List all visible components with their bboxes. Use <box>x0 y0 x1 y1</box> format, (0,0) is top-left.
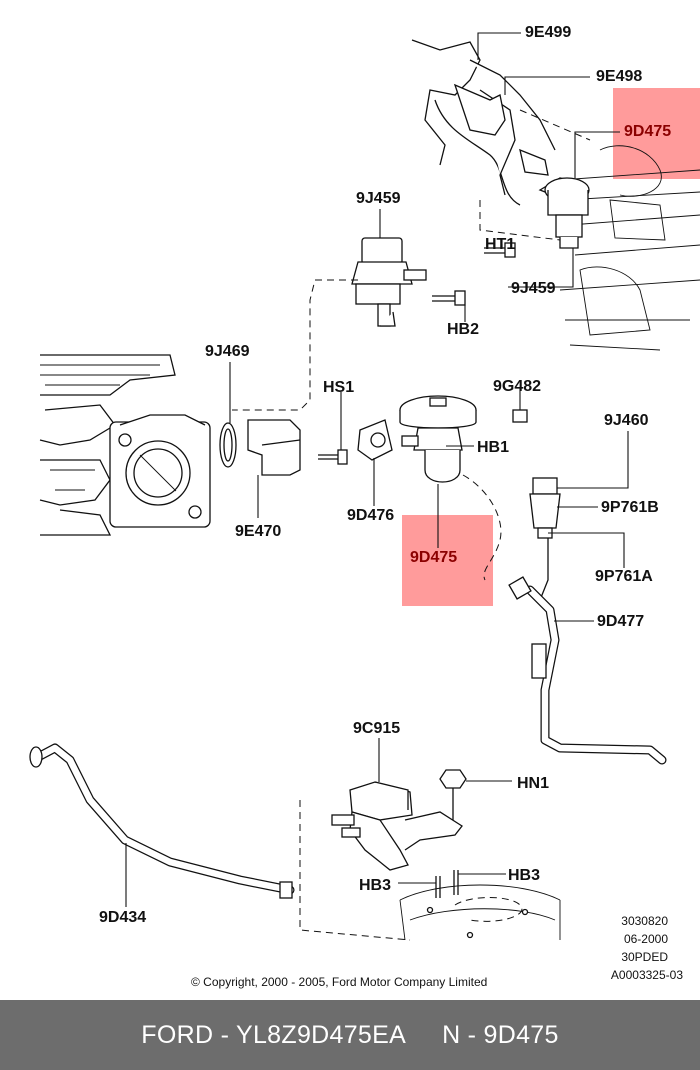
callout-hb3-right: HB3 <box>508 867 540 884</box>
callout-labels: 9E499 9E498 9D475 9J459 HT1 9J459 HB2 9J… <box>99 24 671 926</box>
callout-9g482: 9G482 <box>493 378 541 395</box>
callout-hb1: HB1 <box>477 439 509 456</box>
parts-diagram: 9E499 9E498 9D475 9J459 HT1 9J459 HB2 9J… <box>29 24 700 989</box>
callout-9d475-mid: 9D475 <box>410 549 457 566</box>
callout-9j459-a: 9J459 <box>356 190 401 207</box>
callout-9d475-top: 9D475 <box>624 123 671 140</box>
meta-code-2: 06-2000 <box>624 932 668 946</box>
callout-hb3-left: HB3 <box>359 877 391 894</box>
highlight-9d475-mid <box>402 515 493 606</box>
egr-valve-9d475 <box>357 395 528 581</box>
top-right-assembly <box>411 39 700 351</box>
callout-9e498: 9E498 <box>596 68 642 85</box>
vacuum-regulator-9c915 <box>299 769 561 941</box>
callout-9j460: 9J460 <box>604 412 649 429</box>
callout-9p761a: 9P761A <box>595 568 653 585</box>
callout-9j459-b: 9J459 <box>511 280 556 297</box>
callout-9d476: 9D476 <box>347 507 394 524</box>
callout-9j469: 9J469 <box>205 343 250 360</box>
egr-tube-9d434 <box>29 743 295 899</box>
leader-lines <box>125 32 629 907</box>
copyright-text: © Copyright, 2000 - 2005, Ford Motor Com… <box>191 975 487 989</box>
callout-9d477: 9D477 <box>597 613 644 630</box>
part-footer-bar: FORD - YL8Z9D475EA N - 9D475 <box>0 1000 700 1070</box>
callout-9c915: 9C915 <box>353 720 400 737</box>
callout-9e499: 9E499 <box>525 24 571 41</box>
callout-hn1: HN1 <box>517 775 549 792</box>
footer-text: FORD - YL8Z9D475EA N - 9D475 <box>141 1021 558 1050</box>
meta-code-4: A0003325-03 <box>611 968 683 982</box>
footer-reference: N - 9D475 <box>442 1020 559 1049</box>
footer-part-number: FORD - YL8Z9D475EA <box>141 1020 407 1049</box>
callout-hs1: HS1 <box>323 379 354 396</box>
callout-hb2: HB2 <box>447 321 479 338</box>
diagram-meta: 3030820 06-2000 30PDED A0003325-03 © Cop… <box>191 914 683 989</box>
egr-tube-9d477 <box>508 576 667 765</box>
meta-code-3: 30PDED <box>621 950 668 964</box>
intake-manifold <box>39 354 348 536</box>
callout-9e470: 9E470 <box>235 523 281 540</box>
vacuum-solenoid-9j459 <box>351 237 516 327</box>
pressure-sensor-9j460 <box>529 477 561 601</box>
callout-9p761b: 9P761B <box>601 499 659 516</box>
callout-9d434: 9D434 <box>99 909 146 926</box>
callout-ht1: HT1 <box>485 236 515 253</box>
meta-code-1: 3030820 <box>621 914 668 928</box>
